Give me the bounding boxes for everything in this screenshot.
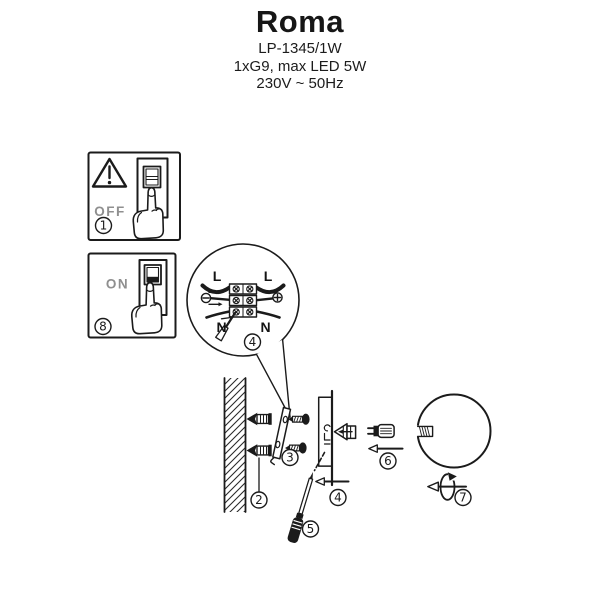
lamp-base	[313, 389, 357, 487]
screwdriver	[287, 472, 314, 543]
insert-arrow-icon	[208, 290, 234, 320]
step-badge-bulb: 6	[368, 444, 404, 470]
terminal-block	[228, 283, 258, 318]
g9-bulb	[367, 423, 395, 439]
guide-dashed-line	[313, 451, 326, 472]
svg-text:4: 4	[249, 335, 257, 349]
on-label: ON	[106, 277, 129, 292]
neutral-wire-left	[205, 310, 231, 319]
switch-off-panel: OFF 1	[87, 151, 181, 241]
page-title: Roma	[255, 4, 345, 39]
svg-text:8: 8	[99, 320, 107, 334]
rotate-arrow-icon	[427, 471, 467, 501]
step-badge-cover: 7	[454, 488, 472, 507]
label-live-right: L	[264, 268, 273, 284]
header: Roma LP-1345/1W 1xG9, max LED 5W 230V ~ …	[0, 4, 600, 93]
live-wire-right	[254, 283, 286, 295]
minus-terminal-icon	[200, 292, 212, 304]
wiring-detail-balloon: L L N N 4	[186, 243, 300, 418]
switch-on-panel: ON 8	[87, 252, 177, 339]
svg-text:3: 3	[286, 451, 294, 465]
hand-press-icon	[130, 281, 163, 335]
warning-triangle-icon	[91, 157, 128, 188]
wall-plug-top	[246, 412, 272, 426]
plus-terminal-icon	[272, 292, 283, 303]
step-badge-screw: 3	[281, 448, 299, 467]
wall-plug-bottom	[246, 444, 272, 457]
insert-arrow-icon	[315, 477, 325, 486]
step-badge-off: 1	[94, 216, 113, 235]
svg-text:1: 1	[100, 219, 108, 233]
label-neutral-right: N	[260, 319, 270, 335]
g9-socket	[333, 422, 357, 441]
svg-text:4: 4	[334, 491, 342, 505]
svg-text:2: 2	[255, 493, 263, 507]
mid-wire-right	[255, 297, 275, 302]
step-badge-base: 4	[315, 477, 350, 507]
label-live-left: L	[213, 268, 222, 284]
hand-press-icon	[132, 186, 165, 240]
step-badge-on: 8	[94, 317, 112, 336]
step-badge-screwdriver: 5	[301, 520, 320, 538]
svg-text:7: 7	[459, 491, 467, 505]
mounting-bracket	[270, 406, 292, 466]
insert-arrow-icon	[368, 444, 378, 453]
voltage-spec: 230V ~ 50Hz	[256, 75, 344, 92]
step-badge-wall-plug: 2	[250, 457, 268, 509]
svg-text:5: 5	[307, 522, 315, 536]
terminal-screwdriver-icon	[215, 311, 237, 342]
svg-text:6: 6	[384, 454, 392, 468]
screw-terminal-icon	[232, 285, 254, 316]
step-badge-wiring: 4	[243, 333, 262, 351]
off-label: OFF	[94, 204, 126, 219]
round-cover	[414, 393, 492, 469]
mounting-screw-top	[288, 413, 310, 425]
wall	[223, 377, 247, 513]
model-number: LP-1345/1W	[258, 40, 342, 57]
mid-wire-left	[209, 297, 231, 301]
label-neutral-left: N	[216, 319, 226, 335]
lamp-spec: 1xG9, max LED 5W	[233, 57, 367, 75]
neutral-wire-right	[255, 310, 281, 319]
